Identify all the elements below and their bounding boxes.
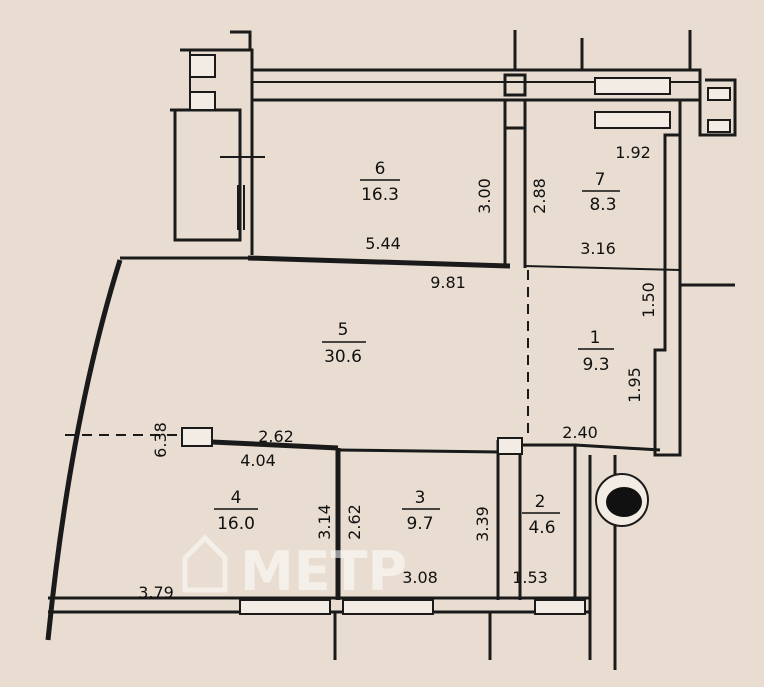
dimension-label: 2.62 xyxy=(345,504,364,540)
room-area: 9.3 xyxy=(582,355,609,375)
dimension-label: 3.00 xyxy=(475,178,494,214)
watermark-text: МЕТР xyxy=(240,540,407,603)
dimension-label: 3.08 xyxy=(402,568,438,587)
dimension-label: 6.38 xyxy=(151,422,170,458)
dimension-label: 1.50 xyxy=(639,282,658,318)
room-area: 4.6 xyxy=(528,518,555,538)
shaft-circle-icon xyxy=(595,473,649,527)
dimension-label: 3.79 xyxy=(138,583,174,602)
dimension-label: 3.39 xyxy=(473,506,492,542)
room-area: 16.3 xyxy=(361,185,399,205)
dimension-label: 5.44 xyxy=(365,234,401,253)
dimension-label: 4.04 xyxy=(240,451,276,470)
room-number: 6 xyxy=(375,159,386,179)
watermark: МЕТР xyxy=(182,534,407,603)
dimension-label: 3.16 xyxy=(580,239,616,258)
room-number: 1 xyxy=(590,328,601,348)
room-labels: 6 16.3 7 8.3 5 30.6 1 9.3 4 16.0 3 9.7 xyxy=(214,159,620,538)
room-number: 7 xyxy=(595,170,606,190)
room-area: 16.0 xyxy=(217,514,255,534)
room-5-label: 5 30.6 xyxy=(322,320,366,367)
dimension-label: 9.81 xyxy=(430,273,466,292)
dimension-labels: 1.92 3.00 2.88 5.44 3.16 9.81 1.50 1.95 … xyxy=(138,143,658,602)
room-4-label: 4 16.0 xyxy=(214,488,258,534)
room-area: 8.3 xyxy=(589,195,616,215)
room-number: 5 xyxy=(338,320,349,340)
dimension-label: 1.53 xyxy=(512,568,548,587)
walls xyxy=(45,30,737,670)
room-2-label: 2 4.6 xyxy=(522,492,560,538)
room-number: 2 xyxy=(535,492,546,512)
room-number: 3 xyxy=(415,488,426,508)
dimension-label: 1.95 xyxy=(625,367,644,403)
room-6-label: 6 16.3 xyxy=(360,159,400,205)
dimension-label: 3.14 xyxy=(315,504,334,540)
balcony-hatch xyxy=(220,140,265,230)
dimension-label: 2.88 xyxy=(530,178,549,214)
dimension-label: 2.62 xyxy=(258,427,294,446)
room-area: 9.7 xyxy=(406,514,433,534)
room-number: 4 xyxy=(231,488,242,508)
dimension-label: 1.92 xyxy=(615,143,651,162)
room-area: 30.6 xyxy=(324,347,362,367)
windows xyxy=(189,54,731,615)
room-1-label: 1 9.3 xyxy=(578,328,614,375)
dimension-label: 2.40 xyxy=(562,423,598,442)
room-3-label: 3 9.7 xyxy=(402,488,440,534)
room-7-label: 7 8.3 xyxy=(582,170,620,215)
